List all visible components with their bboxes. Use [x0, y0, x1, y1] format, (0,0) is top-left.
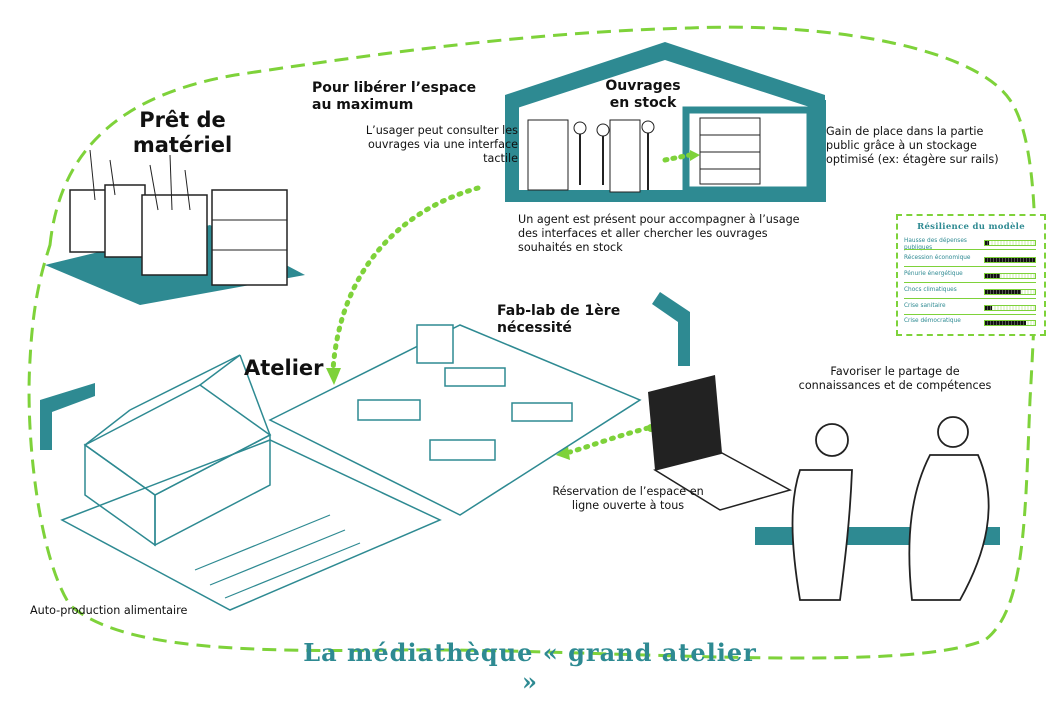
resilience-row: Récession économique: [904, 255, 1036, 268]
label-favoriser-partage: Favoriser le partage de connaissances et…: [798, 365, 992, 392]
label-fablab: Fab-lab de 1ère nécessité: [497, 303, 621, 336]
laptop-illustration: [648, 375, 792, 511]
resilience-row: Pénurie énergétique: [904, 271, 1036, 284]
label-atelier: Atelier: [244, 356, 324, 380]
label-usager-interface: L’usager peut consulter les ouvrages via…: [365, 124, 518, 165]
greenhouse-illustration: [60, 354, 442, 611]
resilience-bar-fill: [985, 274, 1000, 278]
resilience-row: Hausse des dépenses publiques: [904, 238, 1036, 251]
resilience-bar-fill: [985, 321, 1026, 325]
resilience-panel: Résilience du modèle Hausse des dépenses…: [896, 214, 1046, 336]
resilience-row-label: Crise démocratique: [904, 318, 961, 324]
resilience-row: Crise démocratique: [904, 318, 1036, 331]
connector-house-atelier: [330, 185, 481, 373]
resilience-row: Chocs climatiques: [904, 287, 1036, 300]
people-bench-illustration: [755, 416, 1000, 601]
resilience-row-label: Récession économique: [904, 255, 971, 261]
label-liberer-espace: Pour libérer l’espace au maximum: [312, 80, 477, 113]
pret-materiel-illustration: [45, 149, 305, 305]
resilience-bar-fill: [985, 241, 989, 245]
resilience-bar-fill: [985, 290, 1021, 294]
resilience-row-label: Chocs climatiques: [904, 287, 957, 293]
connector-house-shelf: [662, 152, 693, 163]
connector-laptop-fablab: [567, 425, 651, 455]
resilience-bar: [984, 257, 1036, 263]
resilience-bar-fill: [985, 306, 992, 310]
resilience-bar: [984, 305, 1036, 311]
label-reservation: Réservation de l’espace en ligne ouverte…: [552, 485, 704, 512]
resilience-bar: [984, 240, 1036, 246]
label-pret-materiel: Prêt de matériel: [132, 108, 233, 157]
resilience-title: Résilience du modèle: [917, 222, 1025, 232]
fablab-floor: [268, 324, 642, 516]
resilience-row-label: Hausse des dépenses publiques: [904, 238, 967, 251]
resilience-row-label: Crise sanitaire: [904, 303, 946, 309]
label-auto-production: Auto-production alimentaire: [30, 604, 188, 617]
page-title: La médiathèque « grand atelier »: [303, 638, 757, 696]
garden-rows: [194, 514, 361, 599]
ouvrages-stock-house: [505, 42, 826, 202]
label-agent-present: Un agent est présent pour accompagner à …: [518, 213, 800, 254]
resilience-bar: [984, 320, 1036, 326]
resilience-row: Crise sanitaire: [904, 303, 1036, 316]
boundary-outline: [27, 25, 1037, 660]
label-gain-place: Gain de place dans la partie public grâc…: [826, 125, 999, 166]
resilience-bar: [984, 289, 1036, 295]
resilience-row-label: Pénurie énergétique: [904, 271, 963, 277]
label-ouvrages-stock: Ouvrages en stock: [605, 78, 681, 111]
resilience-bar-fill: [985, 258, 1035, 262]
resilience-bar: [984, 273, 1036, 279]
